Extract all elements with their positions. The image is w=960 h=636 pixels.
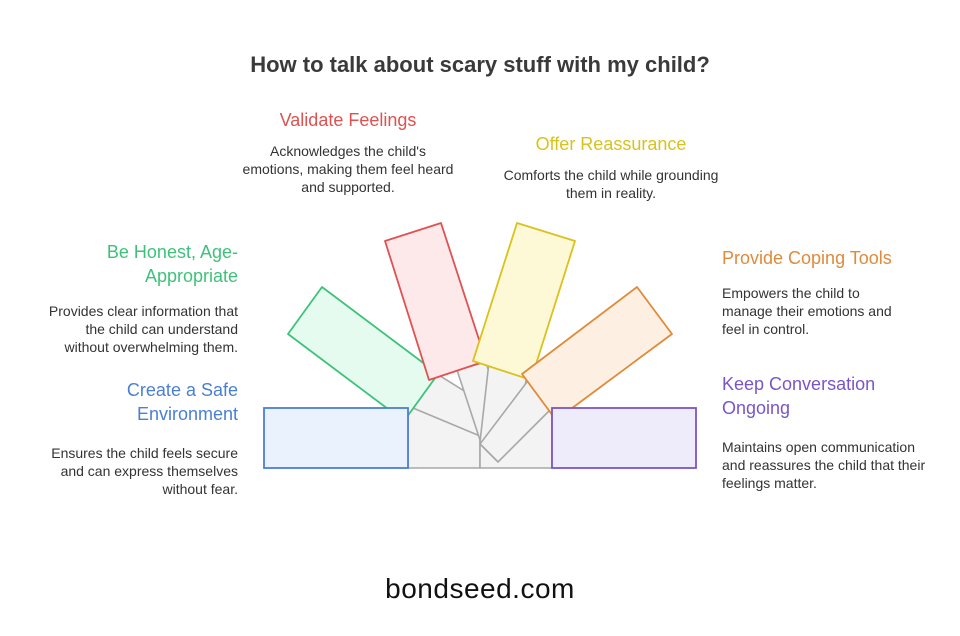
item-validate-feelings: Validate Feelings Acknowledges the child… (238, 108, 458, 196)
item-description: Acknowledges the child's emotions, makin… (242, 143, 454, 195)
item-heading: Create a Safe Environment (126, 380, 238, 424)
blade-ongoing (551, 407, 697, 469)
item-keep-conversation-ongoing: Keep Conversation Ongoing Maintains open… (722, 372, 932, 492)
item-heading: Offer Reassurance (535, 134, 687, 154)
item-heading: Keep Conversation Ongoing (722, 374, 876, 418)
item-description: Maintains open communication and reassur… (722, 439, 926, 491)
item-provide-coping-tools: Provide Coping Tools Empowers the child … (722, 246, 912, 338)
diagram-title: How to talk about scary stuff with my ch… (250, 52, 710, 77)
item-be-honest: Be Honest, Age-Appropriate Provides clea… (40, 240, 238, 356)
item-heading: Provide Coping Tools (722, 248, 892, 268)
item-offer-reassurance: Offer Reassurance Comforts the child whi… (500, 132, 722, 202)
fan-hub (407, 361, 557, 469)
item-description: Ensures the child feels secure and can e… (51, 445, 238, 497)
item-heading: Be Honest, Age-Appropriate (106, 242, 238, 286)
item-heading: Validate Feelings (279, 110, 417, 130)
item-create-safe-environment: Create a Safe Environment Ensures the ch… (40, 378, 238, 498)
item-description: Empowers the child to manage their emoti… (722, 285, 892, 337)
item-description: Comforts the child while grounding them … (503, 167, 719, 201)
blade-create-safe (263, 407, 409, 469)
item-description: Provides clear information that the chil… (48, 303, 238, 355)
footer-brand: bondseed.com (385, 573, 575, 604)
